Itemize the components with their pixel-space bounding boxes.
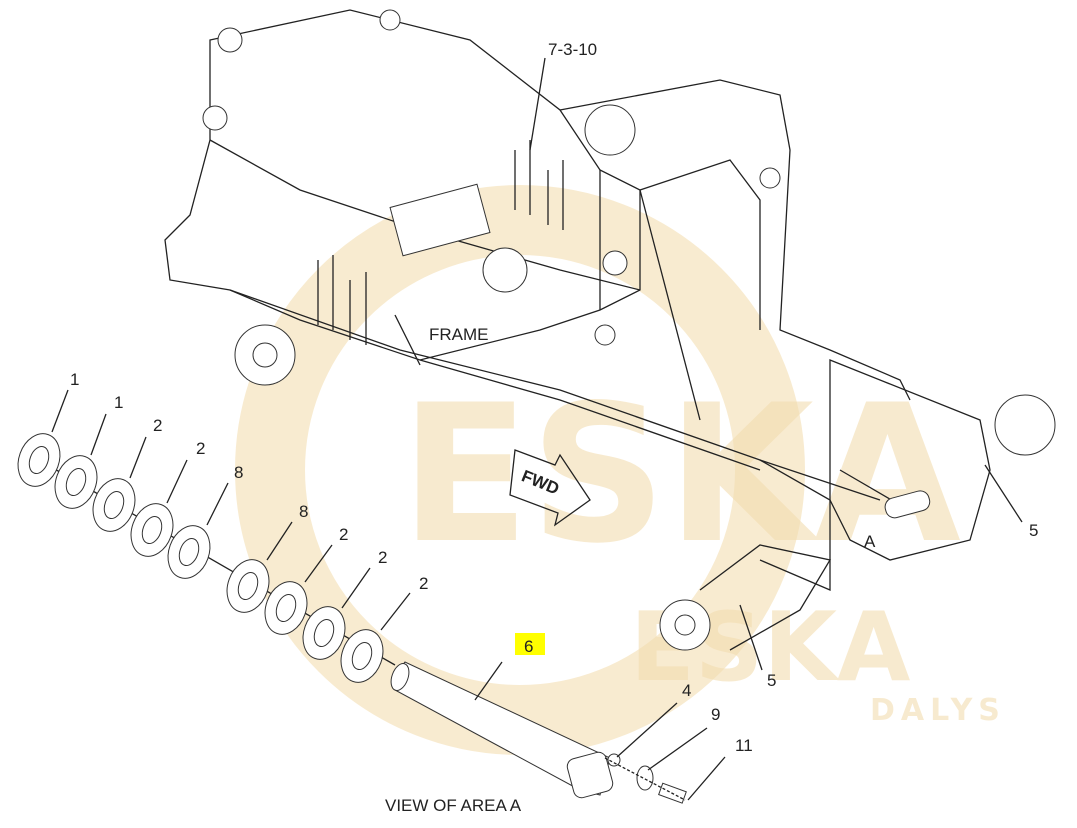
callout-7-3-10: 7-3-10 [548, 40, 597, 59]
callout-2: 2 [378, 548, 387, 567]
callout-6[interactable]: 6 [524, 637, 533, 656]
washer-stack [17, 433, 396, 683]
frame-label: FRAME [429, 325, 489, 344]
callout-2: 2 [419, 574, 428, 593]
callout-2: 2 [196, 439, 205, 458]
view-caption: VIEW OF AREA A [385, 796, 522, 815]
machine-frame-drawing [164, 9, 1056, 651]
callout-4: 4 [682, 681, 691, 700]
leader-lines [51, 57, 1023, 801]
pin-assembly [390, 661, 687, 804]
callout-2: 2 [339, 525, 348, 544]
callout-1: 1 [70, 370, 79, 389]
watermark-main: ESKA [400, 364, 961, 585]
callout-9: 9 [711, 705, 720, 724]
area-a-label: A [864, 532, 876, 551]
callout-labels: 7-3-10 FRAME 1 1 2 2 8 8 2 2 2 6 4 9 11 … [70, 40, 1038, 815]
callout-8: 8 [299, 502, 308, 521]
callout-11: 11 [735, 736, 753, 755]
callout-8: 8 [234, 463, 243, 482]
callout-5: 5 [767, 671, 776, 690]
callout-2: 2 [153, 416, 162, 435]
callout-1: 1 [114, 393, 123, 412]
callout-5: 5 [1029, 521, 1038, 540]
highlight-marker [515, 633, 545, 655]
watermark-sub: DALYS [870, 693, 1006, 728]
